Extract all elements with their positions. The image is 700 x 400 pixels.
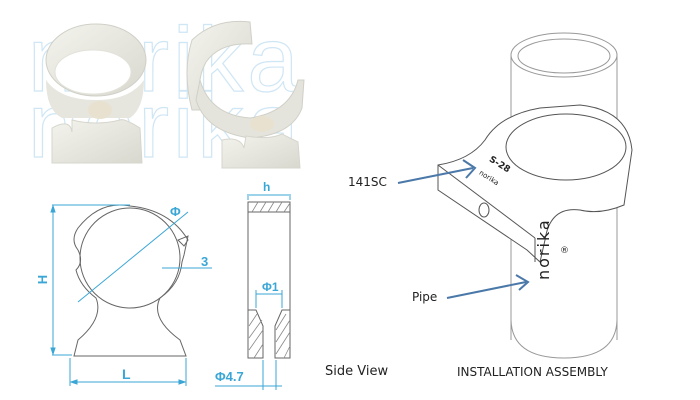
side-view-hatching — [248, 201, 291, 359]
front-view-dimensions — [50, 204, 212, 386]
photo-clip-open — [186, 20, 305, 169]
callout-label-141sc: 141SC — [348, 175, 387, 189]
assembly-title: INSTALLATION ASSEMBLY — [457, 365, 608, 379]
side-view-drawing — [247, 201, 291, 359]
side-view-title: Side View — [325, 364, 389, 379]
dimension-height-label: H — [35, 274, 51, 285]
assembly-clip — [437, 104, 633, 263]
callout-arrows — [397, 159, 530, 299]
dimension-length-label: L — [122, 366, 131, 382]
dimension-inner-hole-label: Φ1 — [262, 280, 279, 294]
dimension-width-label: h — [263, 180, 271, 194]
front-view-drawing — [73, 204, 189, 357]
photo-clip-closed — [45, 23, 147, 164]
dimension-thickness-label: 3 — [201, 254, 209, 269]
callout-label-pipe: Pipe — [412, 290, 438, 304]
pipe-registered-mark: ® — [560, 246, 569, 256]
dimension-outer-hole-label: Φ4.7 — [215, 369, 244, 384]
dimension-diameter-label: Φ — [170, 204, 181, 219]
side-view-dimensions — [215, 194, 291, 390]
pipe-brand-marking: norika — [534, 218, 553, 280]
